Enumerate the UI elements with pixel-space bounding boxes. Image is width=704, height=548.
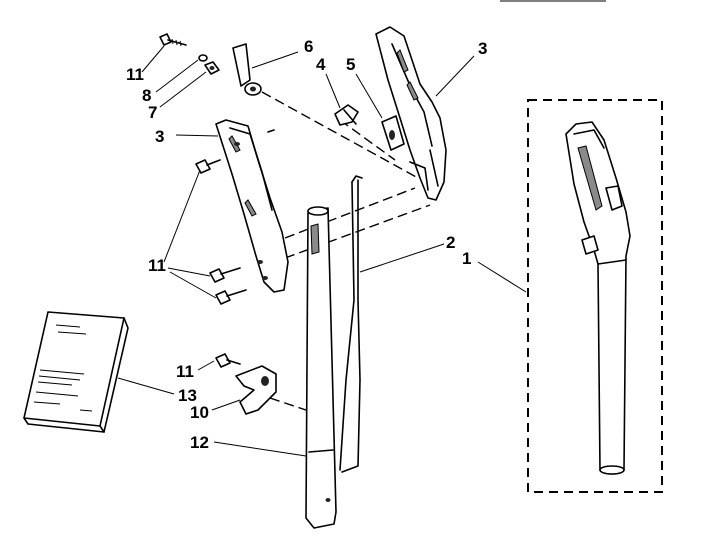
nut-part-7: [204, 61, 220, 75]
cord-hook-part-10: [235, 365, 277, 415]
callout-labels: 11 8 7 6 4 5 3 3 11 2 1 11 13 10 12: [126, 37, 487, 452]
callout-7: 7: [148, 103, 157, 122]
callout-11-hook: 11: [176, 362, 194, 381]
screw-left-low-part-11: [215, 289, 247, 305]
callout-8: 8: [142, 86, 151, 105]
leader-lines: [117, 45, 527, 457]
handle-half-right-part-3: [375, 26, 447, 201]
assembly-box-part-1: [527, 99, 663, 493]
latch-part-4: [334, 104, 359, 126]
callout-5: 5: [346, 55, 355, 74]
callout-2: 2: [446, 233, 455, 252]
callout-3-right: 3: [478, 39, 487, 58]
callout-4: 4: [316, 55, 326, 74]
callout-10: 10: [190, 403, 209, 422]
callout-11-left: 11: [148, 256, 166, 275]
callout-12: 12: [190, 433, 209, 452]
washer-part-8: [198, 54, 208, 62]
instruction-booklet-part-13: [23, 311, 129, 433]
booklet-text-lines: [33, 324, 93, 412]
lower-tube-part-12: [305, 206, 337, 529]
lock-pin-part-6: [232, 43, 262, 96]
assembled-handle-part-1: [565, 121, 631, 475]
callout-1: 1: [462, 249, 471, 268]
slide-part-5: [381, 115, 405, 151]
callout-13: 13: [178, 386, 197, 405]
screw-hook-part-11: [215, 353, 241, 368]
screw-top-part-11: [159, 33, 187, 47]
screw-left-mid-part-11: [209, 267, 241, 283]
screw-left-upper-part-11: [195, 159, 221, 174]
alignment-lines: [261, 91, 431, 413]
callout-6: 6: [304, 37, 313, 56]
handle-half-left-part-3: [215, 119, 289, 293]
callout-11-top: 11: [126, 65, 144, 84]
callout-3-left: 3: [155, 127, 164, 146]
cord-part-2: [339, 175, 363, 473]
